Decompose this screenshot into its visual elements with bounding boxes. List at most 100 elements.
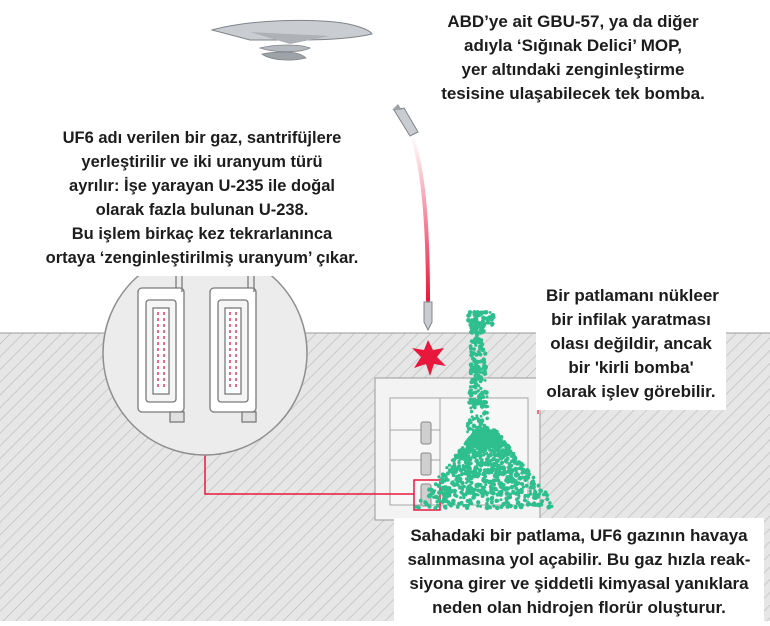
text-line: siyona girer ve şiddetli kimyasal yanıkl… xyxy=(409,574,749,593)
explosion-icon xyxy=(412,340,446,376)
gas-particle xyxy=(490,470,494,475)
gas-particle xyxy=(468,461,473,466)
gas-particle xyxy=(478,341,482,345)
gas-particle xyxy=(451,498,456,504)
gas-particle xyxy=(478,331,483,335)
gas-particle xyxy=(491,435,497,440)
gas-particle xyxy=(498,465,503,469)
gas-particle xyxy=(427,487,432,492)
gas-particle xyxy=(519,489,524,495)
gas-particle xyxy=(472,347,476,351)
gas-particle xyxy=(466,474,471,479)
text-line: Sahadaki bir patlama, UF6 gazının havaya xyxy=(410,526,748,545)
gas-particle xyxy=(495,505,500,511)
gas-particle xyxy=(492,486,498,492)
gas-particle xyxy=(511,451,516,456)
gas-particle xyxy=(470,331,474,335)
gas-particle xyxy=(444,476,448,481)
gas-particle xyxy=(488,479,493,484)
gas-particle xyxy=(469,310,473,314)
gas-particle xyxy=(459,500,464,505)
gas-particle xyxy=(465,441,470,446)
gas-particle xyxy=(475,461,480,466)
gas-particle xyxy=(515,471,519,475)
gas-particle xyxy=(523,493,527,498)
text-line: tesisine ulaşabilecek tek bomba. xyxy=(441,84,705,103)
gas-particle xyxy=(464,477,469,481)
bomb-icon xyxy=(392,104,419,137)
gas-particle xyxy=(488,311,492,314)
text-line: adıyla ‘Sığınak Delici’ MOP, xyxy=(464,36,682,55)
gas-particle xyxy=(519,503,525,508)
gas-particle xyxy=(476,488,481,493)
gas-particle xyxy=(473,397,476,401)
gas-particle xyxy=(480,367,484,371)
gas-particle xyxy=(478,370,482,374)
gas-particle xyxy=(488,484,494,490)
gas-particle xyxy=(431,490,435,494)
gas-particle xyxy=(494,445,498,449)
gas-particle xyxy=(457,473,461,478)
gas-particle xyxy=(495,448,501,454)
gas-particle xyxy=(474,452,480,458)
gas-particle xyxy=(448,502,454,508)
gas-particle xyxy=(461,492,466,497)
gas-particle xyxy=(477,384,481,388)
gas-particle xyxy=(509,459,514,464)
gas-particle xyxy=(514,486,519,491)
gas-particle xyxy=(467,467,471,472)
gas-particle xyxy=(478,421,484,426)
gas-particle xyxy=(501,451,506,456)
gas-particle xyxy=(469,406,473,410)
gas-particle xyxy=(491,445,495,449)
gas-particle xyxy=(531,484,536,490)
gas-particle xyxy=(508,449,513,454)
gas-particle xyxy=(468,445,472,449)
gas-particle xyxy=(476,366,481,371)
gas-particle xyxy=(514,473,519,478)
gas-particle xyxy=(439,479,443,483)
gas-particle xyxy=(486,405,490,408)
gas-particle xyxy=(452,488,458,494)
gas-particle xyxy=(484,391,488,395)
gas-particle xyxy=(482,447,488,453)
gas-particle xyxy=(469,409,474,414)
text-line: ayrılır: İşe yarayan U-235 ile doğal xyxy=(69,177,335,195)
gas-particle xyxy=(468,313,472,317)
gas-particle xyxy=(473,390,478,395)
gas-particle xyxy=(474,435,479,440)
text-line: bir infilak yaratması xyxy=(551,310,711,329)
gas-particle xyxy=(489,496,495,501)
gas-particle xyxy=(497,453,502,458)
gas-particle xyxy=(466,458,471,463)
gas-particle xyxy=(446,500,451,504)
gas-particle xyxy=(500,442,505,447)
gas-particle xyxy=(469,368,473,372)
text-line: ABD’ye ait GBU-57, ya da diğer xyxy=(447,12,699,31)
gas-particle xyxy=(461,464,465,468)
centrifuge-right xyxy=(209,276,257,423)
gas-particle xyxy=(483,379,487,382)
gas-particle xyxy=(476,500,481,505)
gas-particle xyxy=(479,391,485,396)
gas-particle xyxy=(508,503,513,509)
gas-particle xyxy=(426,493,432,499)
gas-particle xyxy=(471,454,475,459)
gas-particle xyxy=(484,483,488,487)
gas-particle xyxy=(515,500,521,506)
text-line: olarak fazla bulunan U-238. xyxy=(95,201,309,219)
gas-particle xyxy=(472,369,476,372)
gas-particle xyxy=(473,475,477,479)
centrifuge-left xyxy=(137,276,185,423)
gas-particle xyxy=(522,498,527,503)
gas-particle xyxy=(487,470,492,475)
centrifuge-hall xyxy=(413,479,441,511)
gas-particle xyxy=(464,505,470,510)
gas-particle xyxy=(504,459,509,464)
gas-particle xyxy=(480,322,485,327)
gas-particle xyxy=(485,320,489,324)
gas-particle xyxy=(507,462,512,466)
gas-particle xyxy=(475,311,480,316)
gas-particle xyxy=(454,477,459,482)
gas-release-description: Sahadaki bir patlama, UF6 gazının havaya… xyxy=(394,518,764,626)
